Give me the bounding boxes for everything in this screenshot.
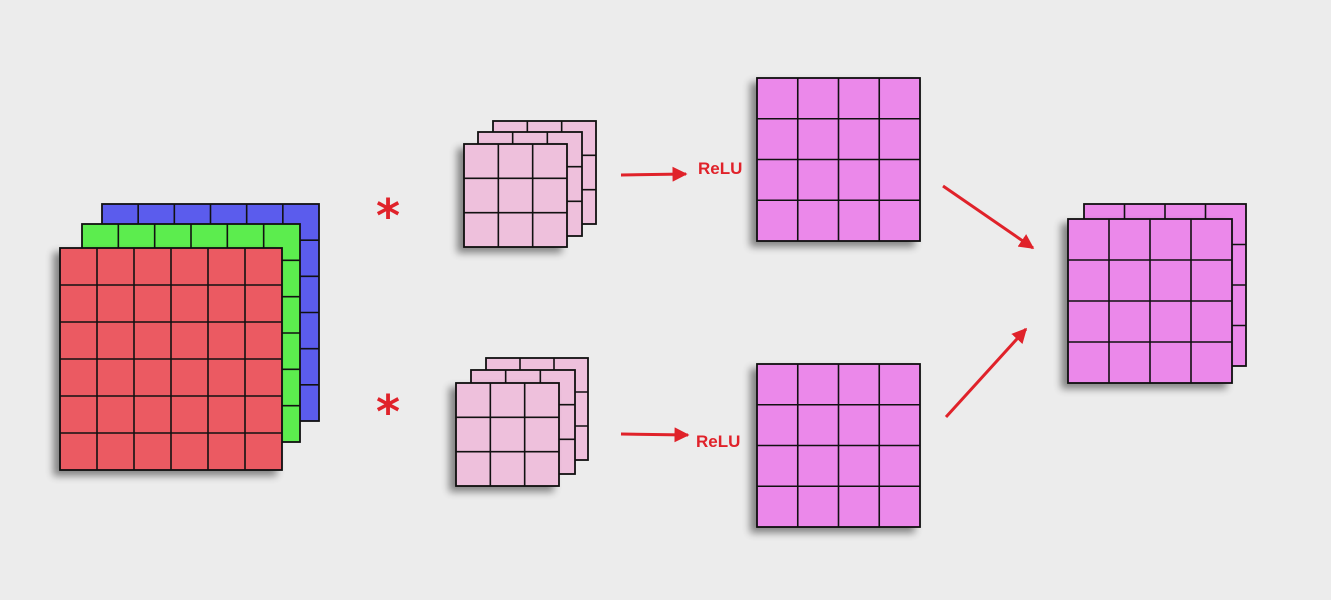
merge-arrow-1 [942,184,1035,250]
relu-arrow-1 [620,166,688,182]
relu-arrow-2 [620,427,690,443]
output-volume [1067,203,1247,384]
kernel-stack-1 [463,120,597,248]
feature-map-1-grid [756,77,921,242]
kernel-1-layer-1 [463,143,568,248]
convolution-operator-1: * [376,189,400,243]
relu-label-1: ReLU [698,159,742,178]
kernel-2-layer-1-panel [455,382,560,487]
input-volume [59,203,320,471]
feature-map-2-grid [756,363,921,528]
input-grid-red [59,247,283,471]
output-layer-1 [1067,218,1233,384]
feature-map-2 [756,363,921,528]
kernel-stack-2 [455,357,589,487]
kernel-2-layer-1 [455,382,560,487]
merge-arrow-2 [944,327,1028,419]
relu-label-2: ReLU [696,432,740,451]
feature-map-1 [756,77,921,242]
input-channel-red [59,247,283,471]
convolution-operator-2: * [376,385,400,439]
kernel-1-layer-1-panel [463,143,568,248]
